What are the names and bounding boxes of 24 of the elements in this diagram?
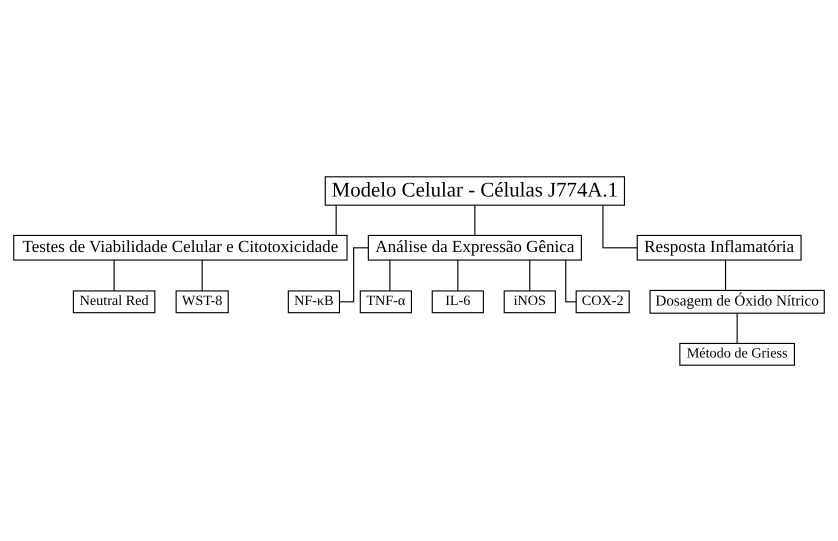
connector: [736, 312, 738, 343]
node-box: Testes de Viabilidade Celular e Citotoxicidade: [13, 234, 348, 260]
node-box: iNOS: [504, 290, 556, 313]
connector: [529, 260, 530, 290]
connector: [202, 260, 203, 290]
node-box: WST-8: [176, 290, 229, 313]
node-box: Neutral Red: [72, 290, 156, 313]
connector: [389, 260, 390, 290]
connector: [114, 260, 115, 290]
node-box: Análise da Expressão Gênica: [368, 234, 582, 260]
node-box: TNF-α: [360, 290, 412, 313]
connector: [336, 204, 337, 235]
node-box: COX-2: [576, 290, 630, 313]
node-box: Método de Griess: [679, 342, 795, 366]
connector: [724, 260, 726, 290]
node-box: Resposta Inflamatória: [636, 234, 802, 260]
node-box: Modelo Celular - Células J774A.1: [324, 176, 626, 206]
connector: [457, 260, 458, 290]
connector: [565, 260, 576, 302]
node-box: NF-κB: [288, 290, 340, 313]
connector: [474, 204, 476, 235]
node-box: IL-6: [432, 290, 484, 313]
connector: [602, 204, 638, 248]
node-box: Dosagem de Óxido Nítrico: [649, 289, 825, 314]
